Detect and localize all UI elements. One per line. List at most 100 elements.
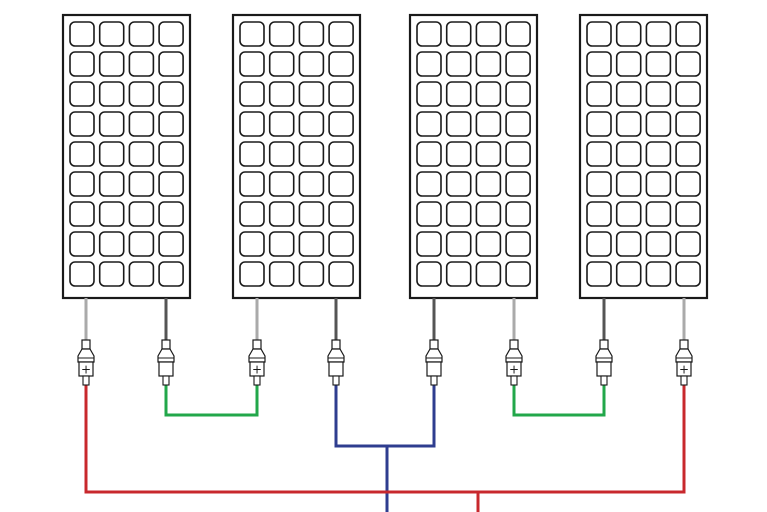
solar-cell (445, 81, 472, 107)
connector-tail (600, 375, 608, 386)
solar-cell (239, 141, 265, 167)
connector-tail (82, 375, 90, 386)
solar-cell (158, 171, 184, 197)
solar-cell (69, 141, 95, 167)
solar-cell (675, 141, 701, 167)
solar-cell (645, 81, 672, 107)
solar-cell (328, 171, 354, 197)
solar-cell (98, 51, 125, 77)
solar-cell (239, 201, 265, 227)
solar-cell (239, 261, 265, 287)
solar-cell (268, 21, 295, 47)
solar-cell (645, 21, 672, 47)
connector-tail (162, 375, 170, 386)
solar-cell (615, 231, 642, 257)
solar-cell (445, 201, 472, 227)
solar-cell (505, 141, 531, 167)
solar-cell (128, 81, 155, 107)
connector-latch (248, 348, 266, 363)
solar-cell (675, 81, 701, 107)
solar-cell (586, 81, 612, 107)
solar-cell (98, 81, 125, 107)
solar-cell (586, 231, 612, 257)
solar-cell (645, 171, 672, 197)
solar-cell (128, 231, 155, 257)
solar-cell (328, 261, 354, 287)
solar-cell (675, 51, 701, 77)
solar-cell (69, 201, 95, 227)
solar-cell (675, 261, 701, 287)
mc4-connector-positive: + (248, 339, 266, 386)
connector-boot (161, 339, 171, 350)
solar-cell (328, 201, 354, 227)
connector-latch (157, 348, 175, 363)
connectors-layer: + + + + (77, 339, 693, 386)
mc4-connector-positive: + (675, 339, 693, 386)
solar-cell (416, 231, 442, 257)
connector-body (426, 361, 442, 377)
solar-cell (475, 21, 502, 47)
connector-tail (510, 375, 518, 386)
mc4-connector-positive: + (505, 339, 523, 386)
solar-cell (505, 21, 531, 47)
solar-cell (158, 231, 184, 257)
solar-cell (505, 261, 531, 287)
solar-cell (98, 21, 125, 47)
panels-layer (61, 13, 709, 300)
solar-cell (239, 81, 265, 107)
solar-cell (298, 141, 325, 167)
solar-cell (645, 231, 672, 257)
solar-cell (615, 81, 642, 107)
solar-cell (268, 141, 295, 167)
polarity-label: + (252, 363, 262, 377)
solar-cell (615, 171, 642, 197)
solar-panel (61, 13, 192, 300)
connector-body (596, 361, 612, 377)
connector-boot (679, 339, 689, 350)
solar-cell (328, 81, 354, 107)
solar-cell (239, 111, 265, 137)
solar-cell (268, 231, 295, 257)
connector-boot (81, 339, 91, 350)
solar-cell (645, 201, 672, 227)
solar-cell (158, 201, 184, 227)
connector-boot (509, 339, 519, 350)
series-link-right-wire (512, 385, 606, 417)
solar-cell (298, 51, 325, 77)
solar-cell (128, 261, 155, 287)
solar-cell (586, 111, 612, 137)
solar-cell (445, 21, 472, 47)
solar-cell (239, 21, 265, 47)
solar-panel (231, 13, 362, 300)
solar-cell (69, 51, 95, 77)
connector-latch (425, 348, 443, 363)
solar-cell (328, 21, 354, 47)
solar-cell (475, 171, 502, 197)
solar-cell (475, 231, 502, 257)
solar-cell (328, 141, 354, 167)
connector-body (328, 361, 344, 377)
solar-cell (675, 201, 701, 227)
solar-cell (98, 141, 125, 167)
connector-latch (77, 348, 95, 363)
solar-cell (586, 141, 612, 167)
solar-cell (615, 141, 642, 167)
solar-cell (239, 171, 265, 197)
solar-cell (475, 201, 502, 227)
solar-cell (505, 111, 531, 137)
connector-latch (595, 348, 613, 363)
positive-bus-wire (84, 385, 686, 512)
solar-cell (586, 261, 612, 287)
solar-cell (675, 231, 701, 257)
solar-cell (416, 111, 442, 137)
solar-cell (416, 51, 442, 77)
solar-cell (239, 231, 265, 257)
solar-cell (268, 111, 295, 137)
solar-cell (328, 111, 354, 137)
connector-tail (430, 375, 438, 386)
solar-cell (445, 171, 472, 197)
solar-cell (69, 21, 95, 47)
solar-cell (505, 81, 531, 107)
solar-cell (98, 111, 125, 137)
polarity-label: + (81, 363, 91, 377)
